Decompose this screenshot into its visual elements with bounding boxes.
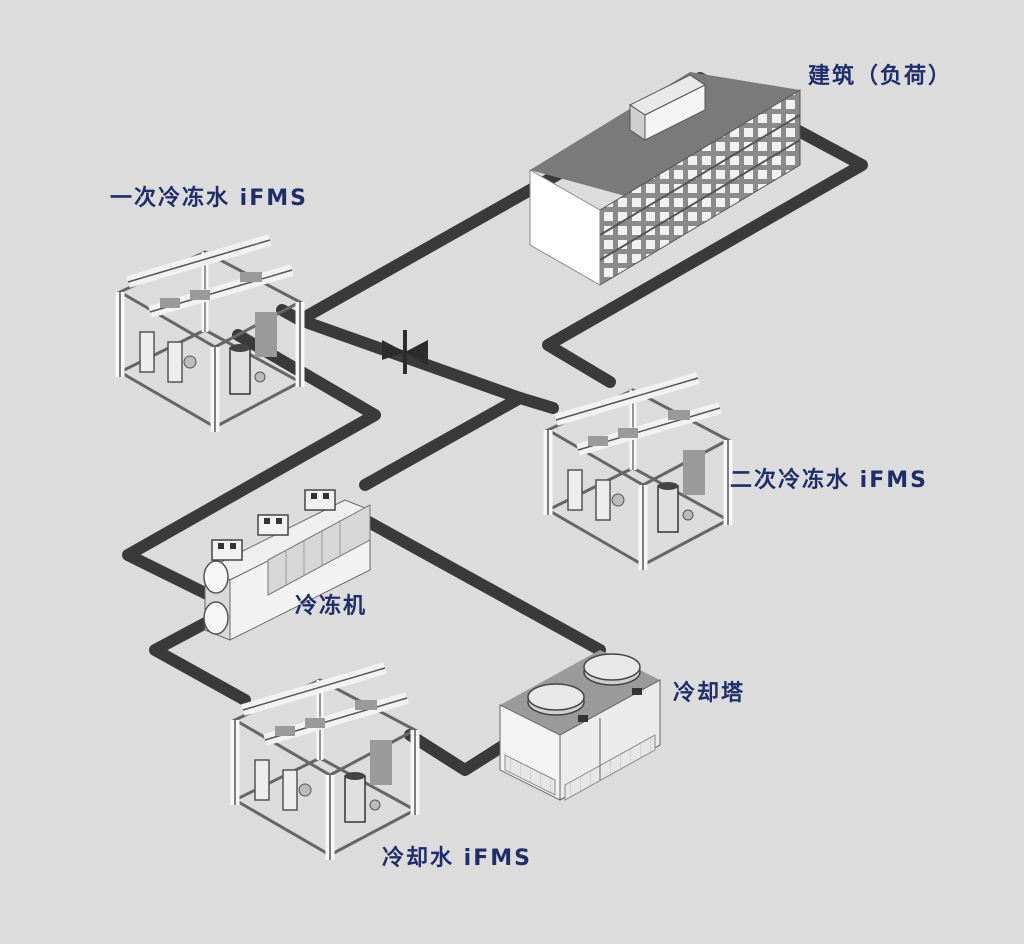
- condenser-ifms-skid: [235, 668, 415, 860]
- chiller-label: 冷冻机: [295, 594, 368, 619]
- primary-ifms-label: 一次冷冻水 iFMS: [110, 186, 308, 211]
- primary-ifms-skid: [120, 240, 300, 432]
- pipe-secondary-to-chiller: [359, 392, 526, 491]
- secondary-ifms-skid: [548, 378, 728, 570]
- cooling-tower: [499, 650, 661, 801]
- chiller-unit: [203, 489, 372, 641]
- cooling-tower-label: 冷却塔: [673, 681, 746, 706]
- pipe-chiller-to-tower: [359, 514, 606, 656]
- building-label: 建筑（负荷）: [808, 64, 953, 89]
- secondary-ifms-label: 二次冷冻水 iFMS: [730, 468, 928, 493]
- condenser-ifms-label: 冷却水 iFMS: [382, 846, 532, 871]
- pipe-primary-to-chiller: [122, 329, 381, 604]
- building-load: [529, 72, 801, 286]
- pipe-chiller-to-condenser: [149, 612, 251, 706]
- butterfly-valve-icon: [382, 330, 428, 374]
